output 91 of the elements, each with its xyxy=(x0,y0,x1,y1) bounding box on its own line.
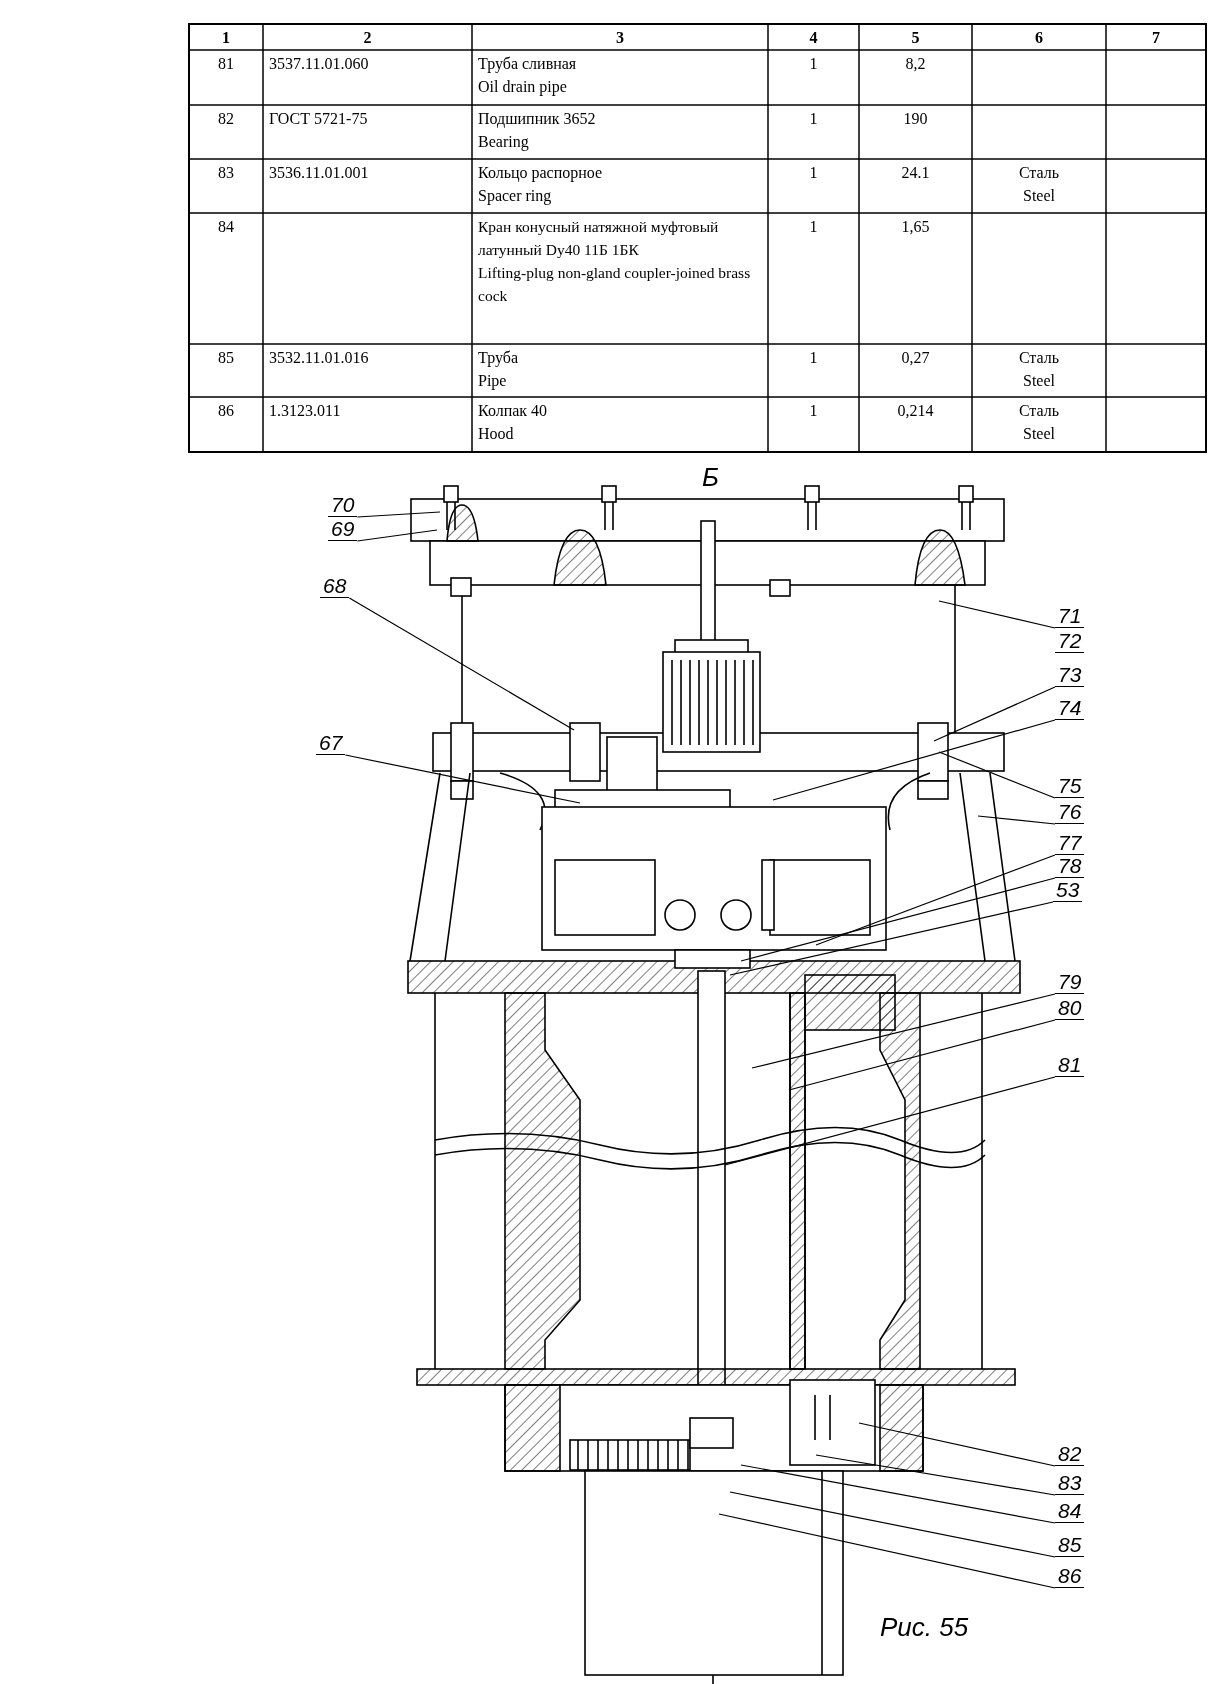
callout-number: 74 xyxy=(1055,697,1085,720)
part-name: Pipe xyxy=(478,371,508,392)
leader-line xyxy=(356,511,441,518)
column-header: 1 xyxy=(221,28,231,48)
part-name: Oil drain pipe xyxy=(478,77,568,98)
callout-number: 68 xyxy=(320,575,350,598)
column-header: 5 xyxy=(910,28,921,48)
mass-value: 1,65 xyxy=(900,217,931,237)
callout-number: 70 xyxy=(328,494,358,517)
callout-number: 69 xyxy=(328,518,358,541)
item-number: 83 xyxy=(217,163,235,183)
quantity: 1 xyxy=(808,401,819,421)
leader-line xyxy=(751,993,1056,1069)
material-name: Сталь xyxy=(1017,401,1061,421)
callout-number: 84 xyxy=(1055,1500,1085,1523)
callout-number: 83 xyxy=(1055,1472,1085,1495)
designation-code: ГОСТ 5721-75 xyxy=(269,109,369,129)
view-label: Б xyxy=(702,462,719,493)
callout-number: 73 xyxy=(1055,664,1085,687)
material-name: Steel xyxy=(1022,424,1056,444)
part-name: Кран конусный натяжной муфтовый латунный Dy40 11Б 1БК xyxy=(478,217,720,260)
column-header: 7 xyxy=(1151,28,1161,48)
quantity: 1 xyxy=(808,163,819,183)
item-number: 86 xyxy=(217,401,235,421)
leader-line xyxy=(724,1076,1056,1166)
leader-line xyxy=(718,1513,1056,1589)
quantity: 1 xyxy=(808,217,819,237)
leader-line xyxy=(729,1491,1056,1558)
callout-number: 79 xyxy=(1055,971,1085,994)
leader-line xyxy=(740,877,1056,962)
leader-line xyxy=(740,1464,1056,1524)
part-name: Spacer ring xyxy=(478,186,553,207)
callout-number: 67 xyxy=(316,732,346,755)
callout-number: 80 xyxy=(1055,997,1085,1020)
column-header: 6 xyxy=(1034,28,1044,48)
leader-line xyxy=(348,597,575,731)
leader-line xyxy=(815,854,1056,946)
leader-line xyxy=(356,529,438,542)
column-header: 2 xyxy=(362,28,373,48)
leader-line xyxy=(772,719,1056,801)
leader-line xyxy=(344,754,581,804)
part-name: Труба xyxy=(478,348,519,369)
item-number: 82 xyxy=(217,109,235,129)
part-name: Bearing xyxy=(478,132,530,153)
material-name: Steel xyxy=(1022,371,1056,391)
item-number: 84 xyxy=(217,217,235,237)
callout-number: 76 xyxy=(1055,801,1085,824)
callout-number: 78 xyxy=(1055,855,1085,878)
mass-value: 0,27 xyxy=(900,348,931,368)
leader-line xyxy=(938,751,1056,799)
part-name: Подшипник 3652 xyxy=(478,109,597,130)
callout-number: 72 xyxy=(1055,630,1085,653)
callout-number: 81 xyxy=(1055,1054,1085,1077)
leader-line xyxy=(815,1454,1056,1496)
column-header: 4 xyxy=(808,28,819,48)
callout-number: 82 xyxy=(1055,1443,1085,1466)
leader-line xyxy=(977,815,1056,825)
part-name: Колпак 40 xyxy=(478,401,549,421)
leader-line xyxy=(933,686,1056,742)
leader-line xyxy=(788,1019,1056,1091)
callout-number: 53 xyxy=(1053,879,1083,902)
material-name: Сталь xyxy=(1017,163,1061,183)
designation-code: 3537.11.01.060 xyxy=(269,54,370,74)
callout-number: 86 xyxy=(1055,1565,1085,1588)
quantity: 1 xyxy=(808,109,819,129)
designation-code: 3536.11.01.001 xyxy=(269,163,370,183)
mass-value: 190 xyxy=(902,109,929,129)
quantity: 1 xyxy=(808,348,819,368)
material-name: Steel xyxy=(1022,186,1056,206)
quantity: 1 xyxy=(808,54,819,74)
callout-number: 75 xyxy=(1055,775,1085,798)
mass-value: 24.1 xyxy=(900,163,931,183)
mass-value: 8,2 xyxy=(904,54,927,74)
item-number: 81 xyxy=(217,54,235,74)
leader-line xyxy=(729,901,1054,976)
callout-number: 77 xyxy=(1055,832,1085,855)
designation-code: 1.3123.011 xyxy=(269,401,342,421)
mass-value: 0,214 xyxy=(896,401,935,421)
part-name: Труба сливная xyxy=(478,54,578,75)
part-name: Кольцо распорное xyxy=(478,163,604,184)
item-number: 85 xyxy=(217,348,235,368)
part-name: Lifting-plug non-gland coupler-joined brass cock xyxy=(478,263,752,306)
leader-line xyxy=(938,600,1056,629)
column-header: 3 xyxy=(615,28,625,48)
designation-code: 3532.11.01.016 xyxy=(269,348,370,368)
callout-number: 71 xyxy=(1055,605,1085,628)
material-name: Сталь xyxy=(1017,348,1061,368)
leader-line xyxy=(858,1422,1056,1467)
part-name: Hood xyxy=(478,424,515,444)
figure-caption: Рис. 55 xyxy=(880,1612,969,1643)
callout-number: 85 xyxy=(1055,1534,1085,1557)
